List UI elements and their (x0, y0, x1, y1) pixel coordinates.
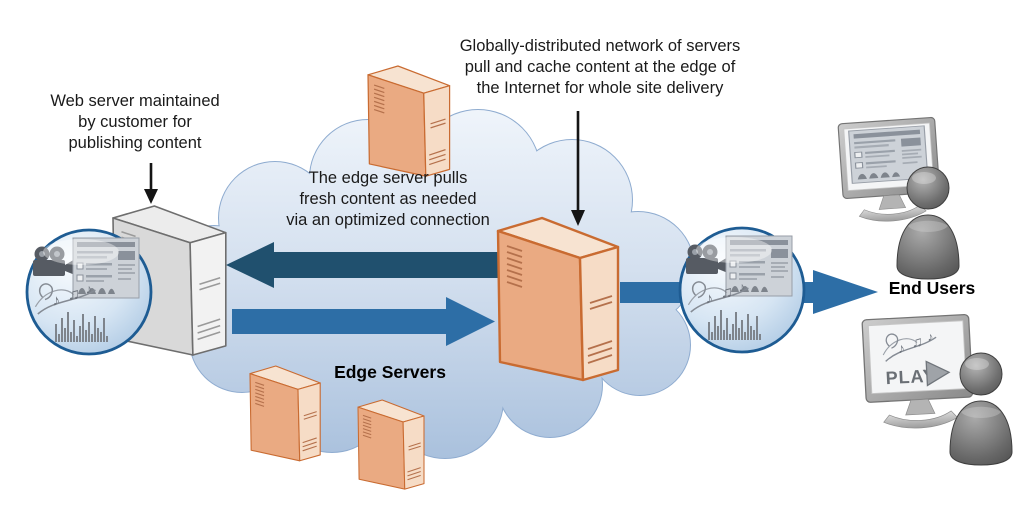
annotation-arrow-global-network (571, 111, 585, 226)
play-label: PLAY (885, 366, 936, 389)
play-triangle-icon (925, 360, 951, 387)
edge-server-small-2 (358, 400, 424, 490)
end-user-monitor-media: PLAY (861, 313, 975, 432)
end-users-label: End Users (888, 278, 976, 298)
annotation-web-server: Web server maintained by customer for pu… (50, 92, 220, 152)
annotation-global-network: Globally-distributed network of servers … (459, 37, 741, 97)
edge-servers-label: Edge Servers (334, 362, 446, 382)
edge-server-main (498, 218, 618, 380)
annotation-arrow-web-server (144, 163, 158, 204)
annotation-edge-pull: The edge server pulls fresh content as n… (286, 169, 490, 229)
content-bubble-delivery (680, 228, 804, 352)
content-bubble-origin (27, 230, 151, 354)
arrow-push-content-right (232, 297, 495, 346)
arrow-pull-content-left (226, 242, 498, 288)
